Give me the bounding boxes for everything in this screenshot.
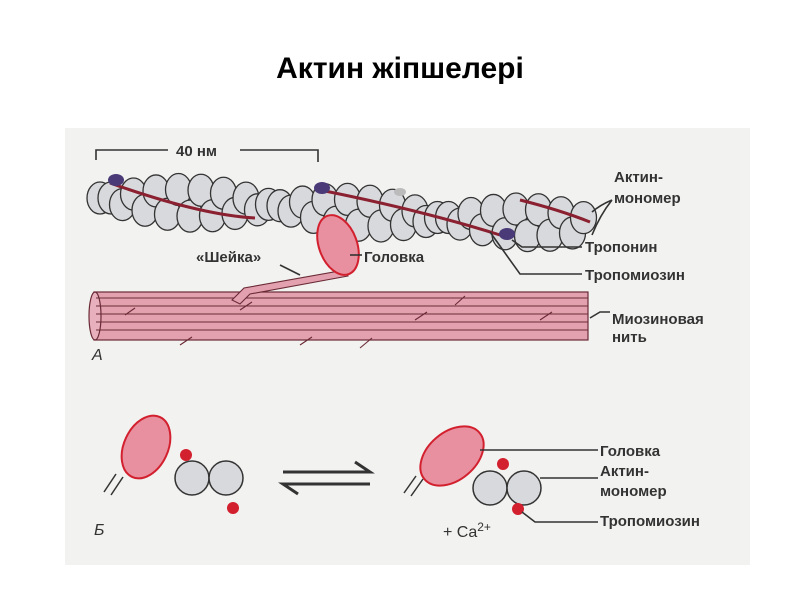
tropomyosin-strands: [109, 181, 591, 237]
panel-b-right-state: Головка Актин- мономер Тропомиозин + Ca2…: [94, 425, 700, 541]
troponin-icon: [314, 182, 330, 194]
scale-bracket: 40 нм: [95, 143, 319, 162]
label-actin-monomer: Актин-: [600, 463, 649, 480]
panel-a-labels: Актин- мономер Тропонин Тропомиозин Голо…: [91, 169, 704, 364]
label-actin-monomer: Актин-: [614, 169, 663, 186]
scale-label: 40 нм: [176, 143, 217, 160]
myosin-head: [419, 425, 485, 487]
panel-b-left-state: [103, 414, 244, 514]
label-myosin-filament: нить: [612, 329, 647, 346]
actin-monomer: [569, 201, 598, 235]
label-tropomyosin: Тропомиозин: [600, 513, 700, 530]
myosin-head: [316, 214, 360, 276]
actin-filament: [86, 172, 598, 253]
myosin-head: [120, 414, 172, 480]
panel-letter-a: А: [91, 347, 103, 364]
label-head: Головка: [364, 249, 425, 266]
troponin-icon: [499, 228, 515, 240]
troponin-icon: [394, 188, 406, 196]
panel-letter-b: Б: [94, 522, 104, 539]
slide-title: Актин жіпшелері: [276, 52, 524, 85]
label-myosin-filament: Миозиновая: [612, 311, 704, 328]
label-head: Головка: [600, 443, 661, 460]
label-tropomyosin: Тропомиозин: [585, 267, 685, 284]
label-neck: «Шейка»: [196, 249, 261, 266]
label-actin-monomer: мономер: [614, 190, 681, 207]
myosin-filament: [88, 269, 589, 349]
myosin-neck: [231, 269, 349, 305]
calcium-label: + Ca2+: [443, 520, 491, 541]
troponin-markers: [108, 174, 515, 240]
label-troponin: Тропонин: [585, 239, 657, 256]
troponin-icon: [108, 174, 124, 186]
equilibrium-arrows-icon: [278, 460, 375, 496]
label-actin-monomer: мономер: [600, 483, 667, 500]
